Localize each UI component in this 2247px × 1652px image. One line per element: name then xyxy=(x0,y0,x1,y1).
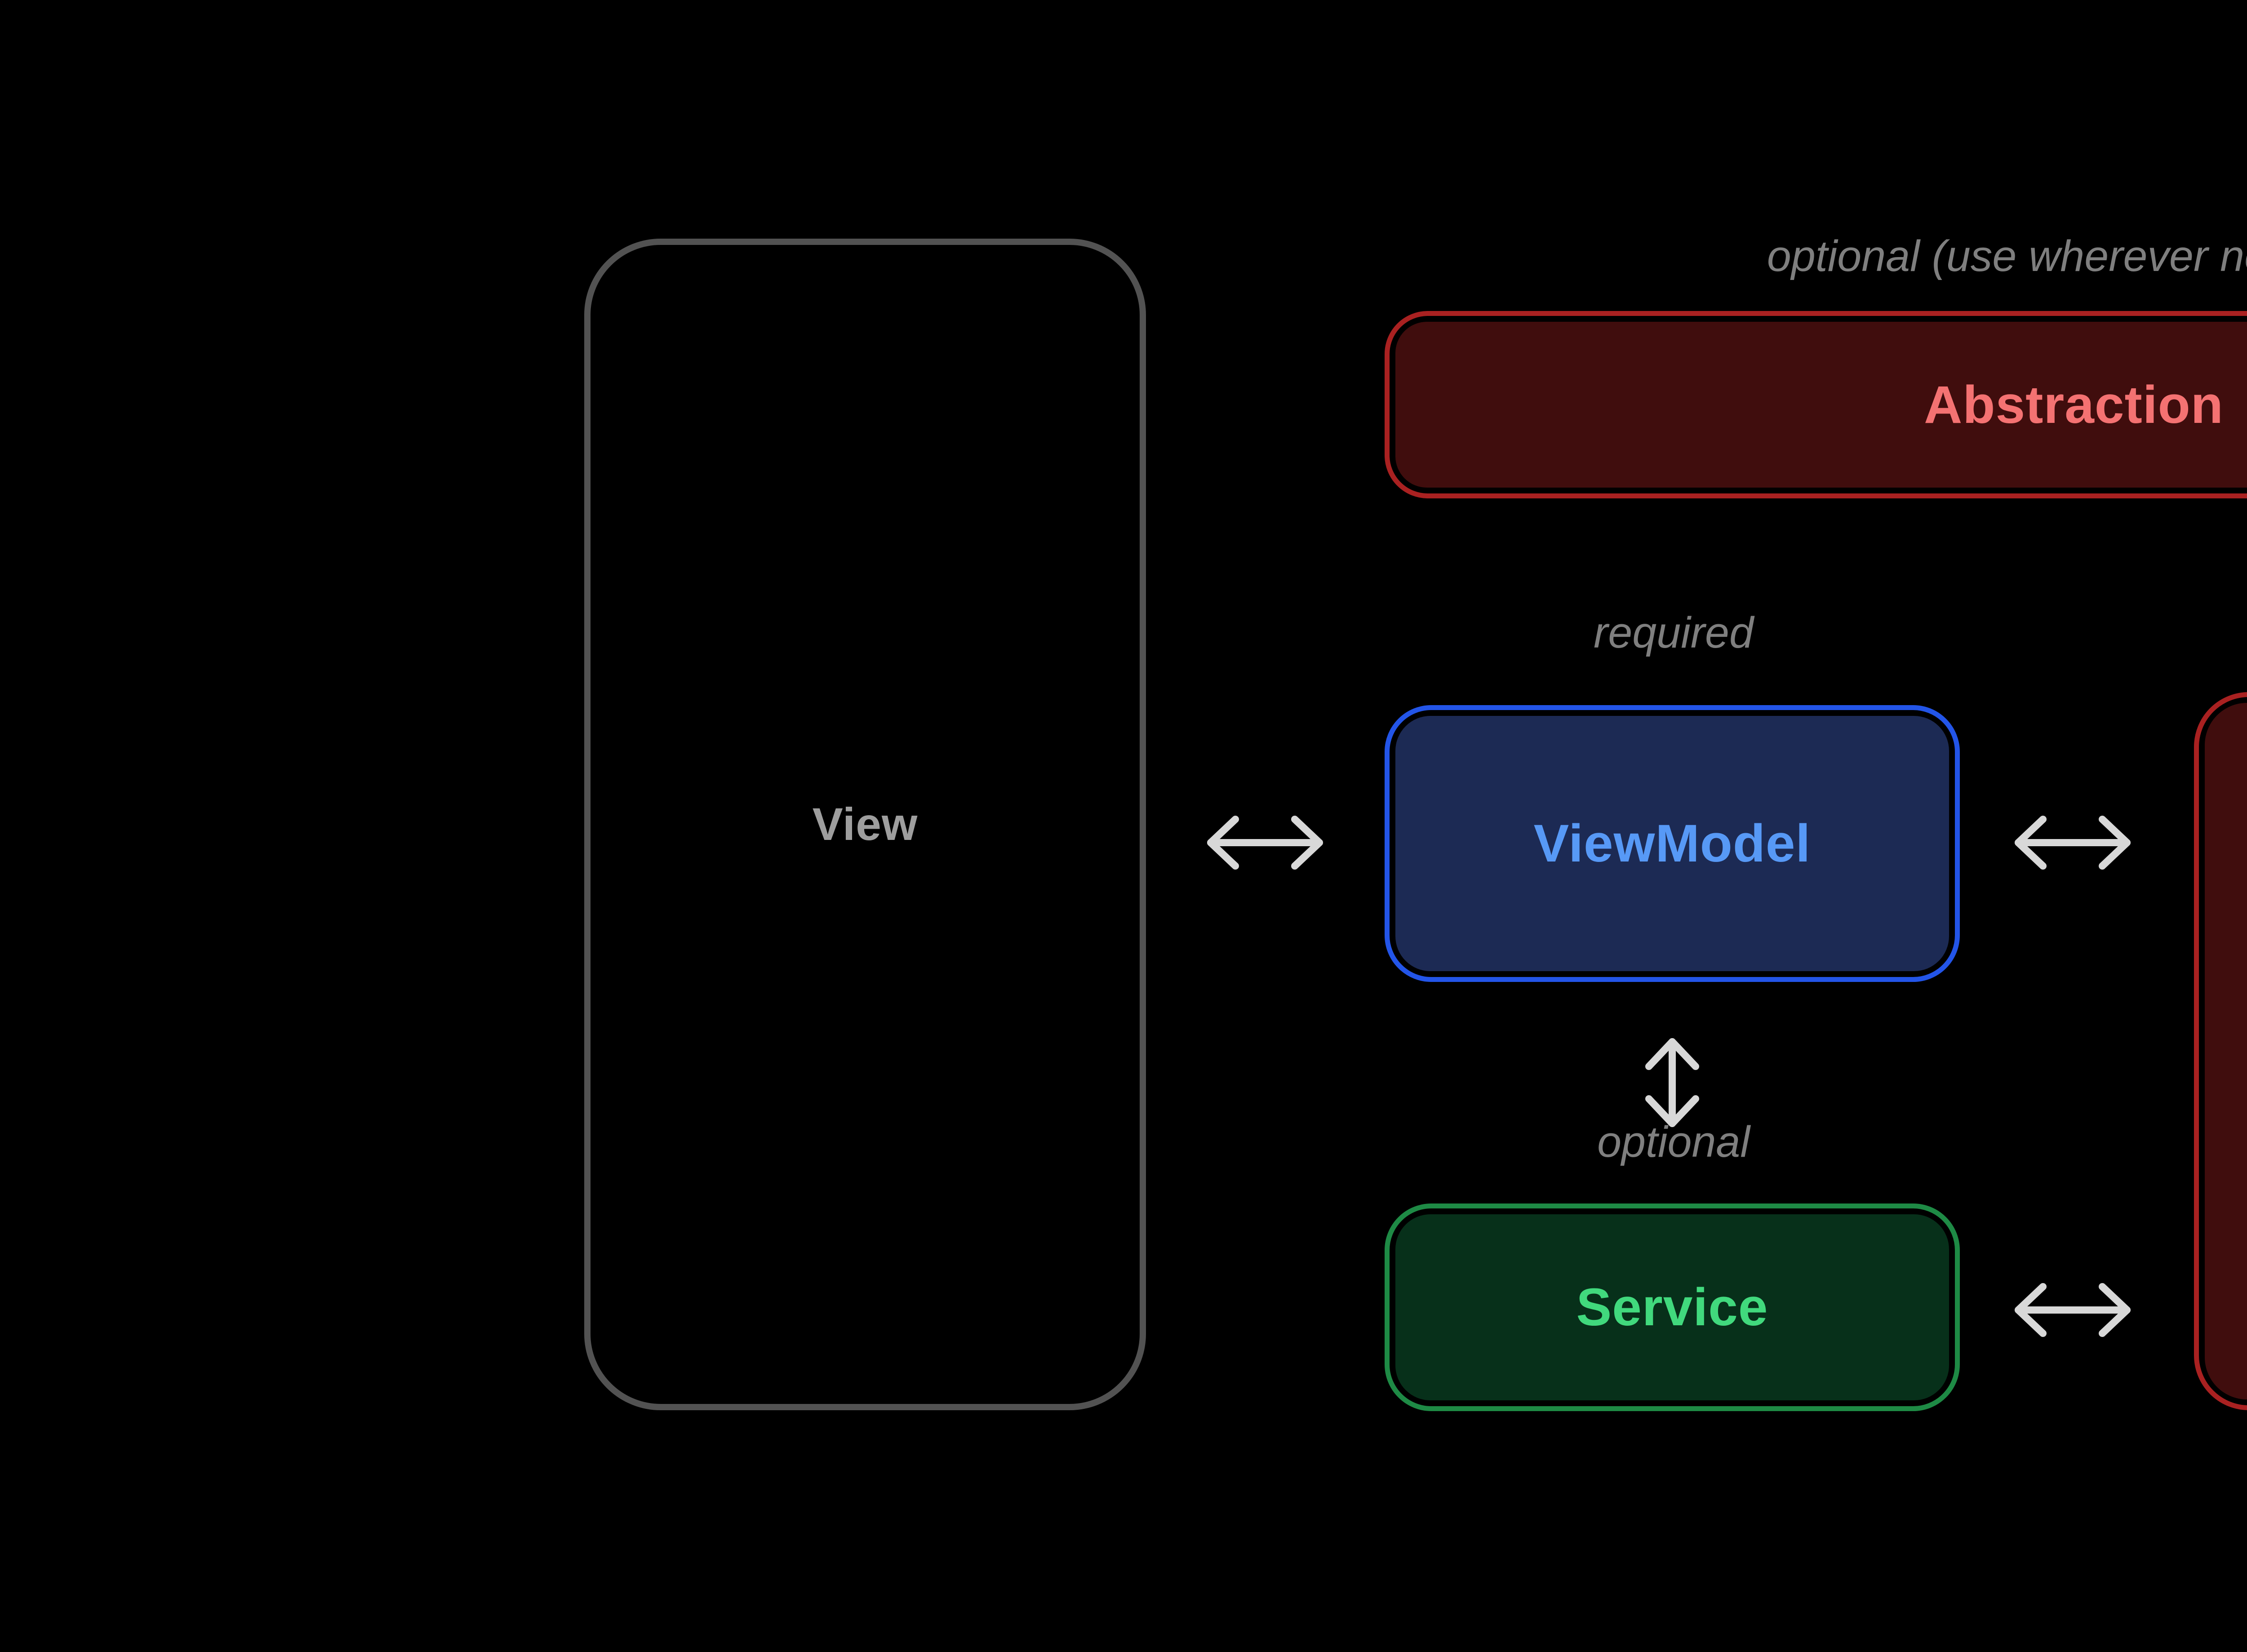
viewmodel-repository-arrow xyxy=(2015,816,2131,870)
arrow-head-right xyxy=(2099,1283,2131,1337)
arrow-head-right xyxy=(1291,816,1323,870)
view-node-label: View xyxy=(812,799,918,850)
viewmodel-node-fill: ViewModel xyxy=(1395,716,1949,971)
viewmodel-service-arrow xyxy=(1645,1038,1699,1127)
abstraction-node-label: Abstraction xyxy=(1924,375,2224,435)
abstraction-node-fill: Abstraction xyxy=(1395,322,2247,488)
arrow-head-left xyxy=(1207,816,1239,870)
repository-node-fill: Repository xyxy=(2205,703,2247,1399)
arrow-head-left xyxy=(2015,816,2047,870)
view-node: View xyxy=(584,239,1146,1410)
service-repository-arrow xyxy=(2015,1283,2131,1337)
service-node-label: Service xyxy=(1576,1278,1768,1337)
service-node-fill: Service xyxy=(1395,1214,1949,1400)
viewmodel-node: ViewModel xyxy=(1385,705,1960,982)
arrow-head-bottom xyxy=(1645,1095,1699,1127)
abstraction-node: Abstraction xyxy=(1385,311,2247,498)
arrow-head-left xyxy=(2015,1283,2047,1337)
service-node: Service xyxy=(1385,1203,1960,1411)
abstraction-note: optional (use wherever needed) xyxy=(1767,231,2247,280)
viewmodel-note: required xyxy=(1594,608,1754,657)
repository-node: Repository xyxy=(2194,692,2247,1410)
view-viewmodel-arrow xyxy=(1207,816,1323,870)
arrow-head-right xyxy=(2099,816,2131,870)
viewmodel-node-label: ViewModel xyxy=(1533,814,1811,873)
arrow-head-top xyxy=(1645,1038,1699,1070)
